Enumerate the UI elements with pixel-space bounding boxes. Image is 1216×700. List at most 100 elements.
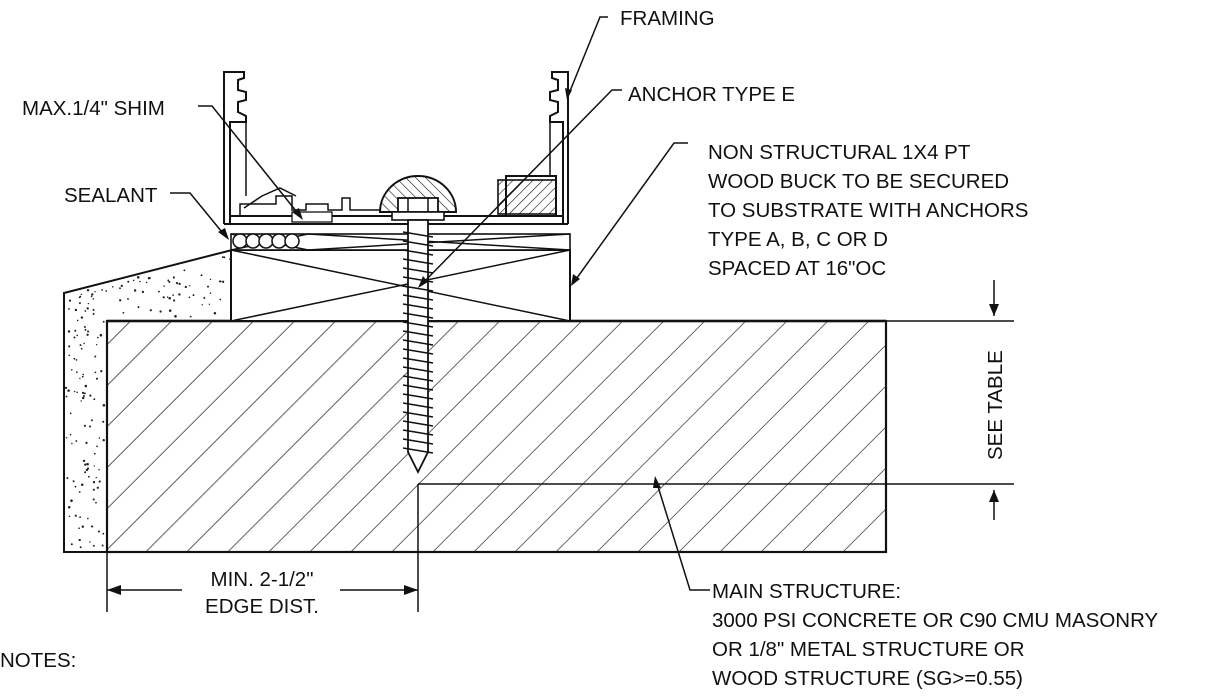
stucco-dot <box>89 394 92 397</box>
sealant-label: SEALANT <box>64 184 158 207</box>
stucco-dot <box>137 306 140 309</box>
stucco-dot <box>133 289 137 292</box>
stucco-dot <box>74 308 78 312</box>
stucco-dot <box>203 297 206 299</box>
stucco-dot <box>209 292 212 294</box>
stucco-dot <box>83 424 86 427</box>
stucco-dot <box>83 392 86 395</box>
screw-thread <box>402 357 434 364</box>
stucco-dot <box>162 296 165 299</box>
stucco-dot <box>72 480 75 483</box>
stucco-dot <box>99 333 103 337</box>
stucco-dot <box>80 293 83 296</box>
stucco-dot <box>98 480 101 483</box>
stucco-dot <box>207 285 209 288</box>
stucco-dot <box>74 514 77 517</box>
anchor-screw <box>402 219 434 475</box>
see-table-dimension <box>886 280 1014 520</box>
stucco-dot <box>92 488 95 491</box>
stucco-dot <box>81 525 85 528</box>
stucco-dot <box>168 309 172 312</box>
stucco-dot <box>97 336 99 339</box>
stucco-dot <box>85 441 88 444</box>
see-table-label: SEE TABLE <box>984 350 1007 460</box>
screw-thread <box>402 267 434 274</box>
stucco-dot <box>136 276 140 279</box>
stucco-dot <box>87 517 89 520</box>
stucco-dot <box>92 308 95 311</box>
stucco-dot <box>75 440 78 442</box>
stucco-dot <box>218 280 222 283</box>
stucco-dot <box>101 544 104 547</box>
stucco-dot <box>65 437 68 439</box>
stucco-dot <box>81 375 84 378</box>
stucco-dot <box>95 343 98 346</box>
stucco-dot <box>188 296 191 299</box>
stucco-dot <box>90 295 93 298</box>
screw-thread <box>402 285 434 292</box>
stucco-dot <box>163 285 165 287</box>
stucco-dot <box>75 359 78 361</box>
stucco-dot <box>79 546 82 549</box>
stucco-dot <box>102 532 105 535</box>
stucco-dot <box>67 330 71 333</box>
stucco-dot <box>64 386 68 390</box>
stucco-dot <box>173 276 175 278</box>
edge-dist-label-line-2: EDGE DIST. <box>205 595 319 618</box>
notes-label: NOTES: <box>0 649 76 672</box>
stucco-dot <box>95 476 98 479</box>
stucco-dot <box>82 373 85 376</box>
stucco-dot <box>68 308 70 310</box>
screw-thread <box>402 312 434 319</box>
stucco-dot <box>149 309 152 312</box>
stucco-dot <box>78 296 81 299</box>
stucco-dot <box>219 298 222 301</box>
stucco-dot <box>213 311 217 315</box>
edge-dist-label-line-1: MIN. 2-1/2" <box>211 568 314 591</box>
sealant-bead <box>232 233 300 249</box>
stucco-dot <box>86 288 90 292</box>
stucco-dot <box>71 442 73 445</box>
screw-thread <box>402 339 434 346</box>
stucco-dot <box>183 269 186 272</box>
stucco-dot <box>93 398 96 401</box>
stucco-dot <box>76 391 78 394</box>
stucco-dot <box>221 280 225 283</box>
stucco-dot <box>139 280 141 283</box>
stucco-dot <box>89 425 92 428</box>
stucco-dot <box>105 290 108 292</box>
stucco-dot <box>67 389 70 392</box>
stucco-dot <box>92 481 96 484</box>
screw-thread <box>402 393 434 400</box>
stucco-dot <box>89 541 91 543</box>
stucco-dot <box>74 485 77 488</box>
stucco-dot <box>94 355 97 358</box>
stucco-dot <box>201 304 203 306</box>
wood-buck <box>230 233 571 322</box>
stucco-dot <box>87 302 90 305</box>
stucco-dot <box>148 277 151 280</box>
screw-thread <box>402 321 434 328</box>
stucco-dot <box>120 284 123 288</box>
stucco-dot <box>98 437 101 439</box>
stucco-dot <box>93 465 96 467</box>
screw-thread <box>402 249 434 256</box>
screw-thread <box>402 447 434 454</box>
stucco-dot <box>73 390 76 393</box>
stucco-dot <box>98 469 100 471</box>
screw-thread <box>402 366 434 373</box>
stucco-dot <box>68 354 70 357</box>
stucco-dot <box>92 298 95 300</box>
stucco-dot <box>168 281 171 283</box>
stucco-dot <box>119 287 121 290</box>
stucco-dot <box>119 299 122 302</box>
screw-thread <box>402 258 434 265</box>
anchor-label: ANCHOR TYPE E <box>628 83 795 106</box>
stucco-dot <box>167 279 170 282</box>
main-structure-label-line-1: MAIN STRUCTURE: <box>712 580 901 603</box>
stucco-dot <box>174 315 177 318</box>
stucco-dot <box>73 336 76 339</box>
stucco-dot <box>84 310 87 312</box>
screw-thread <box>402 438 434 445</box>
stucco-dot <box>68 299 72 302</box>
